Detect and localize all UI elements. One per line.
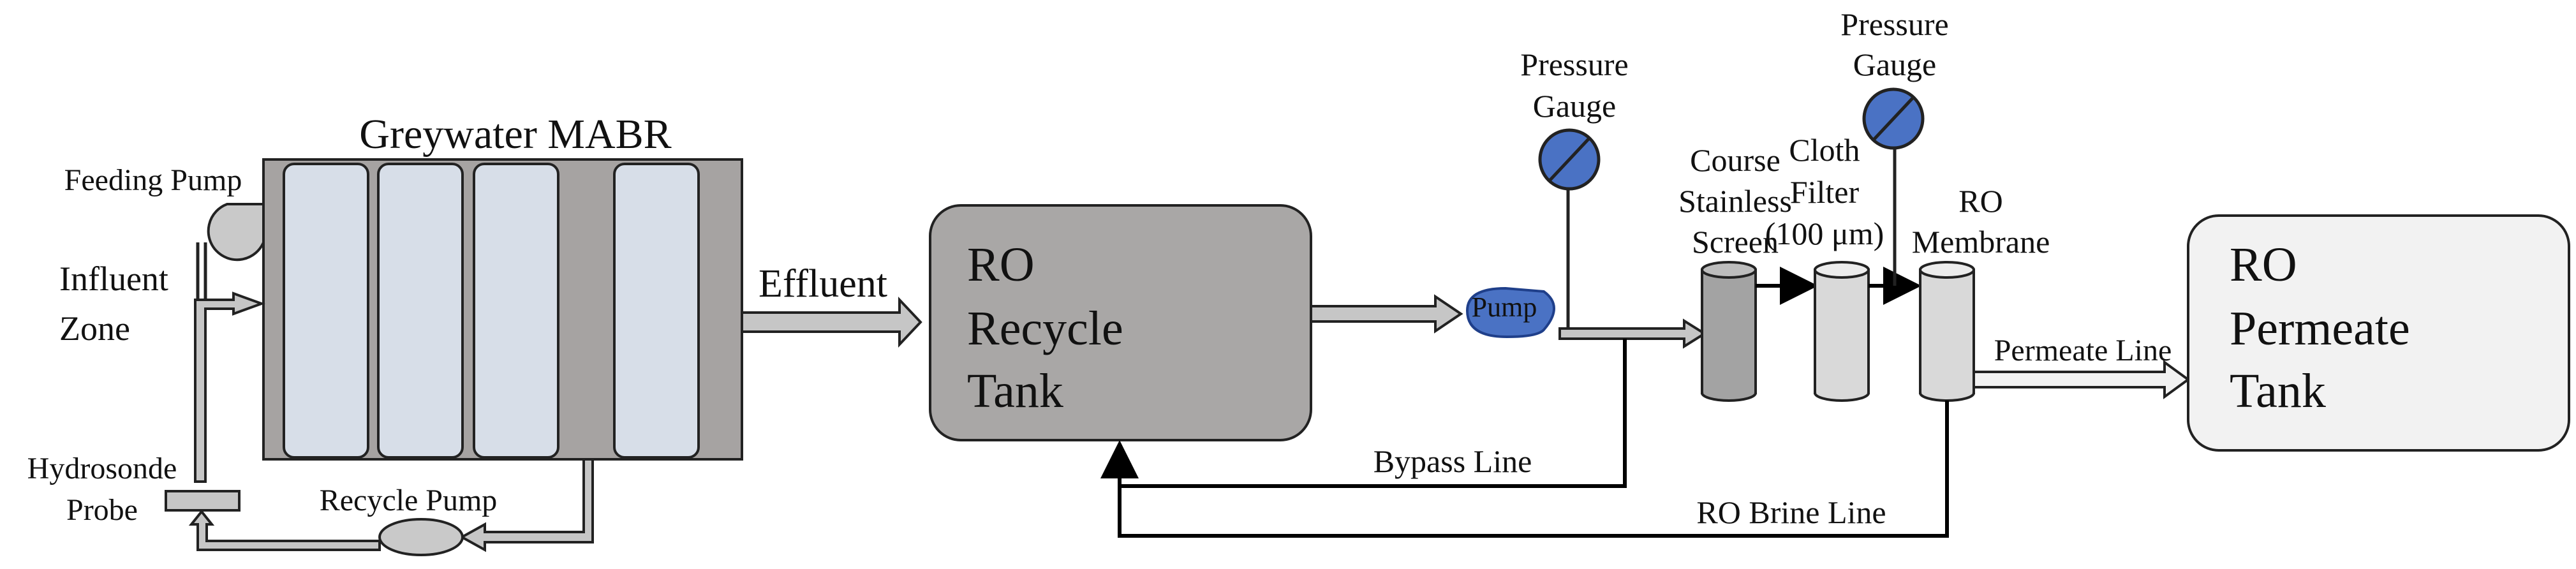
course-screen-label-1: Course bbox=[1690, 142, 1780, 178]
ro-permeate-tank-label-2: Permeate bbox=[2230, 302, 2410, 355]
influent-label-line2: Zone bbox=[59, 309, 130, 348]
ro-recycle-tank-label-3: Tank bbox=[967, 364, 1063, 418]
ro-permeate-tank-label-1: RO bbox=[2230, 238, 2297, 292]
mabr-title: Greywater MABR bbox=[359, 111, 671, 158]
course-stainless-screen bbox=[1701, 261, 1757, 402]
effluent-arrow bbox=[741, 296, 922, 348]
recycle-pump bbox=[378, 518, 464, 556]
course-screen-label-3: Screen bbox=[1692, 224, 1779, 260]
tank-to-pump-arrow bbox=[1310, 294, 1463, 334]
membrane-module-4 bbox=[613, 163, 700, 459]
hydrosonde-label-line2: Probe bbox=[66, 493, 138, 527]
ro-recycle-tank-label-2: Recycle bbox=[967, 302, 1123, 355]
pressure-gauge-2-needle bbox=[1873, 97, 1914, 140]
membrane-module-3 bbox=[473, 163, 559, 459]
cloth-filter-label-1: Cloth bbox=[1789, 132, 1860, 168]
ro-brine-line bbox=[1100, 401, 1949, 538]
cloth-filter bbox=[1814, 261, 1870, 402]
pressure-gauge-2-label-1: Pressure bbox=[1840, 6, 1948, 42]
effluent-label: Effluent bbox=[759, 262, 887, 306]
feeding-pump bbox=[207, 203, 265, 262]
ro-permeate-tank bbox=[2187, 214, 2570, 452]
ro-permeate-tank-label-3: Tank bbox=[2230, 364, 2326, 418]
ro-brine-line-label: RO Brine Line bbox=[1696, 494, 1886, 530]
cloth-filter-label-3: (100 μm) bbox=[1765, 216, 1884, 251]
ro-membrane-label-2: Membrane bbox=[1912, 224, 2050, 260]
course-screen-label-2: Stainless bbox=[1678, 183, 1792, 219]
bypass-line-label: Bypass Line bbox=[1373, 443, 1532, 479]
pump bbox=[1465, 286, 1555, 339]
ro-membrane-label-1: RO bbox=[1958, 183, 2002, 219]
pump-label: Pump bbox=[1472, 292, 1537, 323]
permeate-line-label: Permeate Line bbox=[1994, 334, 2172, 367]
pressure-gauge-2-label-2: Gauge bbox=[1853, 47, 1937, 82]
pump-to-screen-pipe bbox=[1558, 318, 1707, 349]
cloth-filter-label-2: Filter bbox=[1790, 174, 1860, 210]
feeding-pump-label: Feeding Pump bbox=[64, 163, 242, 197]
pressure-gauge-1-label-1: Pressure bbox=[1520, 47, 1628, 82]
recycle-pipe-out bbox=[459, 458, 594, 552]
membrane-module-2 bbox=[377, 163, 464, 459]
influent-pipe bbox=[194, 292, 265, 483]
ro-membrane bbox=[1919, 261, 1975, 402]
pressure-gauge-1-needle bbox=[1549, 138, 1590, 181]
influent-label-line1: Influent bbox=[59, 260, 168, 298]
bypass-line bbox=[1120, 339, 1627, 488]
pressure-gauge-1-label-2: Gauge bbox=[1533, 88, 1617, 124]
hydrosonde-label-line1: Hydrosonde bbox=[27, 452, 177, 485]
ro-recycle-tank-label-1: RO bbox=[967, 238, 1035, 292]
mabr-reactor bbox=[262, 158, 743, 461]
hydrosonde-probe bbox=[165, 490, 241, 512]
recycle-pipe-return bbox=[188, 509, 381, 551]
membrane-module-1 bbox=[283, 163, 369, 459]
permeate-line-arrow bbox=[1973, 360, 2191, 399]
recycle-pump-label: Recycle Pump bbox=[320, 484, 498, 517]
